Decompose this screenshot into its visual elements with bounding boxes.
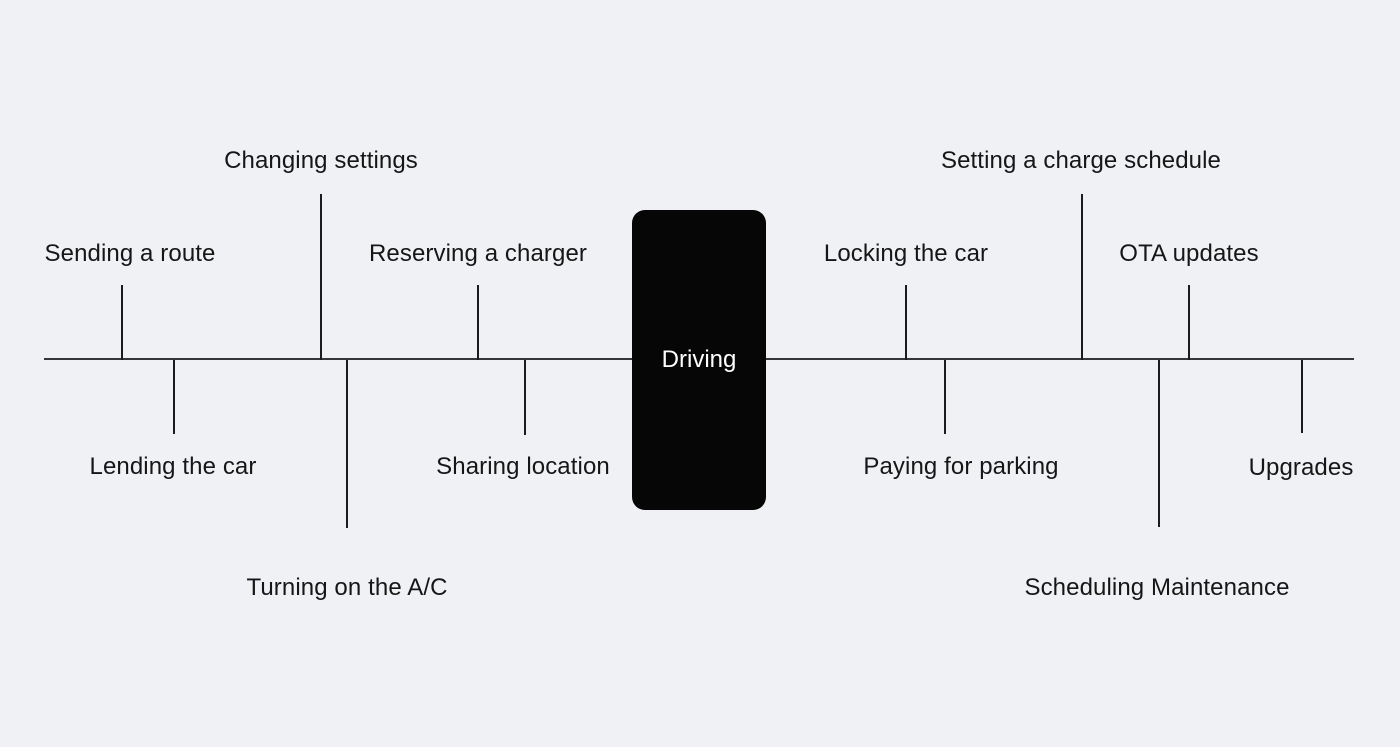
label-setting-a-charge-schedule: Setting a charge schedule bbox=[940, 147, 1222, 174]
label-turning-on-the-a-c: Turning on the A/C bbox=[246, 574, 448, 601]
driving-node: Driving bbox=[632, 210, 766, 510]
tick-upgrades bbox=[1301, 360, 1303, 433]
label-scheduling-maintenance: Scheduling Maintenance bbox=[1024, 574, 1290, 601]
label-locking-the-car: Locking the car bbox=[823, 240, 989, 267]
tick-locking-the-car bbox=[905, 285, 907, 360]
tick-setting-a-charge-schedule bbox=[1081, 194, 1083, 360]
tick-sharing-location bbox=[524, 360, 526, 435]
label-ota-updates: OTA updates bbox=[1119, 240, 1259, 267]
tick-paying-for-parking bbox=[944, 360, 946, 434]
driving-node-label: Driving bbox=[661, 346, 737, 373]
tick-scheduling-maintenance bbox=[1158, 360, 1160, 527]
label-sending-a-route: Sending a route bbox=[44, 240, 216, 267]
label-paying-for-parking: Paying for parking bbox=[863, 453, 1059, 480]
tick-lending-the-car bbox=[173, 360, 175, 434]
label-changing-settings: Changing settings bbox=[224, 147, 418, 174]
label-sharing-location: Sharing location bbox=[436, 453, 610, 480]
label-lending-the-car: Lending the car bbox=[89, 453, 257, 480]
tick-reserving-a-charger bbox=[477, 285, 479, 360]
label-upgrades: Upgrades bbox=[1248, 454, 1354, 481]
tick-sending-a-route bbox=[121, 285, 123, 360]
tick-turning-on-the-a-c bbox=[346, 360, 348, 528]
tick-ota-updates bbox=[1188, 285, 1190, 360]
label-reserving-a-charger: Reserving a charger bbox=[368, 240, 588, 267]
tick-changing-settings bbox=[320, 194, 322, 360]
